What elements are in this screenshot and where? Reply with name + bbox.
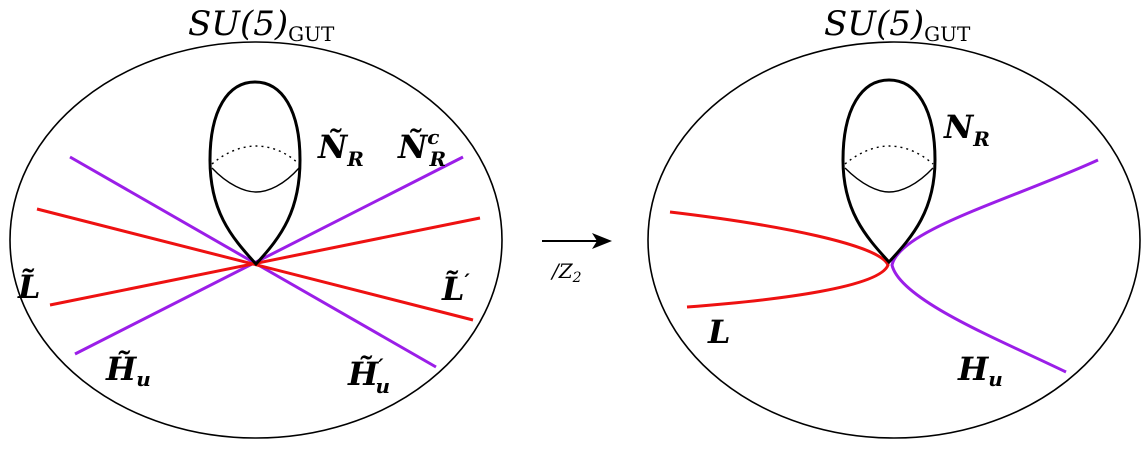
right-panel: SU(5)GUT NR L Hu xyxy=(647,4,1141,439)
left-label-l: L̃ xyxy=(17,268,41,306)
left-label-n-r: ÑR xyxy=(317,128,364,171)
left-red-line-l xyxy=(49,216,481,307)
left-handle-back-curve xyxy=(211,145,300,165)
left-purple-line-h-u xyxy=(74,155,464,356)
right-handle-back-curve xyxy=(844,145,934,165)
quotient-arrow: /Z2 xyxy=(542,233,612,286)
left-label-h-u-prime: H̃′u xyxy=(347,354,390,398)
left-handle-front-curve xyxy=(211,167,300,193)
right-handle-outline xyxy=(841,78,937,265)
left-surface-ellipse xyxy=(9,41,503,439)
right-title: SU(5)GUT xyxy=(824,4,971,46)
left-label-l-prime: L̃′ xyxy=(441,269,471,308)
left-handle-outline xyxy=(208,80,302,267)
right-surface-ellipse xyxy=(647,41,1141,439)
right-red-curve-l xyxy=(669,210,890,309)
right-label-l: L xyxy=(707,313,731,351)
left-title: SU(5)GUT xyxy=(188,4,335,46)
right-label-h-u: Hu xyxy=(957,350,1003,391)
right-purple-curve-h-u xyxy=(890,158,1099,374)
right-label-n-r: NR xyxy=(943,108,990,151)
arrow-head xyxy=(592,233,612,249)
right-handle-front-curve xyxy=(844,167,934,193)
arrow-label: /Z2 xyxy=(550,259,582,286)
left-label-h-u: H̃u xyxy=(105,350,151,391)
